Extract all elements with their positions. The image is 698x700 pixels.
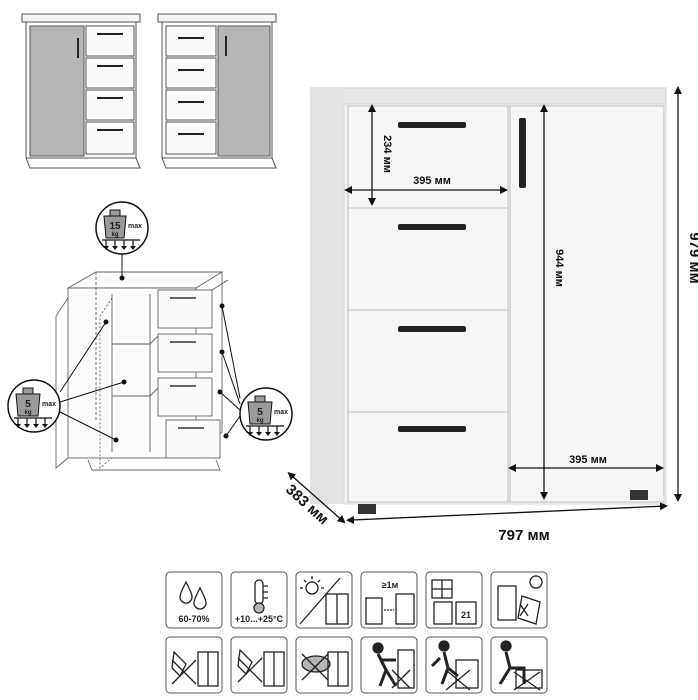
drawer-handle-4 [398, 426, 466, 432]
drawer-2 [347, 207, 509, 311]
load-badge-top: 15 kg max [95, 201, 149, 255]
load-shelf-unit: kg [24, 410, 31, 416]
load-badge-shelf: 5 kg max [7, 379, 61, 433]
dim-drawer-height: 234 мм [381, 135, 393, 173]
load-leader-lines [59, 254, 241, 443]
no-pushing-icon [360, 636, 418, 694]
dim-total-width: 797 мм [498, 527, 549, 544]
drawer-handle-3 [398, 326, 466, 332]
load-drawer-weight: 5 [257, 407, 263, 418]
load-top-unit: kg [111, 232, 118, 238]
sunlight-icon [295, 571, 353, 629]
load-top-weight: 15 [109, 221, 121, 232]
load-shelf-max: max [42, 401, 56, 408]
acclimatization-icon [425, 571, 483, 629]
no-climbing-icon [425, 636, 483, 694]
dim-door-width: 395 мм [569, 454, 607, 466]
temperature-caption: +10...+25°C [235, 614, 284, 624]
load-drawer-unit: kg [256, 418, 263, 424]
load-top-max: max [128, 223, 142, 230]
open-cabinet-drawing [55, 271, 229, 471]
drawer-4 [347, 411, 509, 503]
temperature-icon [230, 571, 288, 629]
variant-right-door [157, 13, 277, 169]
distance-caption: ≥1м [382, 580, 399, 590]
calendar-caption: 21 [461, 610, 471, 620]
variant-left-door [21, 13, 141, 169]
heater-distance-icon [360, 571, 418, 629]
load-shelf-weight: 5 [25, 399, 31, 410]
dim-drawer-width: 395 мм [413, 175, 451, 187]
no-spray-icon [230, 636, 288, 694]
care-icons [165, 571, 548, 694]
cabinet-door [509, 105, 665, 503]
dim-total-height: 979 мм [686, 232, 698, 283]
no-sitting-icon [490, 636, 548, 694]
drawer-handle-1 [398, 122, 466, 128]
load-drawer-max: max [274, 409, 288, 416]
humidity-caption: 60-70% [178, 614, 209, 624]
drawer-3 [347, 309, 509, 413]
dimension-lines [287, 86, 682, 524]
load-badge-drawer: 5 kg max [239, 387, 293, 441]
no-chemicals-icon [165, 636, 223, 694]
door-handle [519, 118, 526, 188]
dim-door-height: 944 мм [553, 249, 565, 287]
drawer-handle-2 [398, 224, 466, 230]
main-cabinet [309, 87, 667, 514]
